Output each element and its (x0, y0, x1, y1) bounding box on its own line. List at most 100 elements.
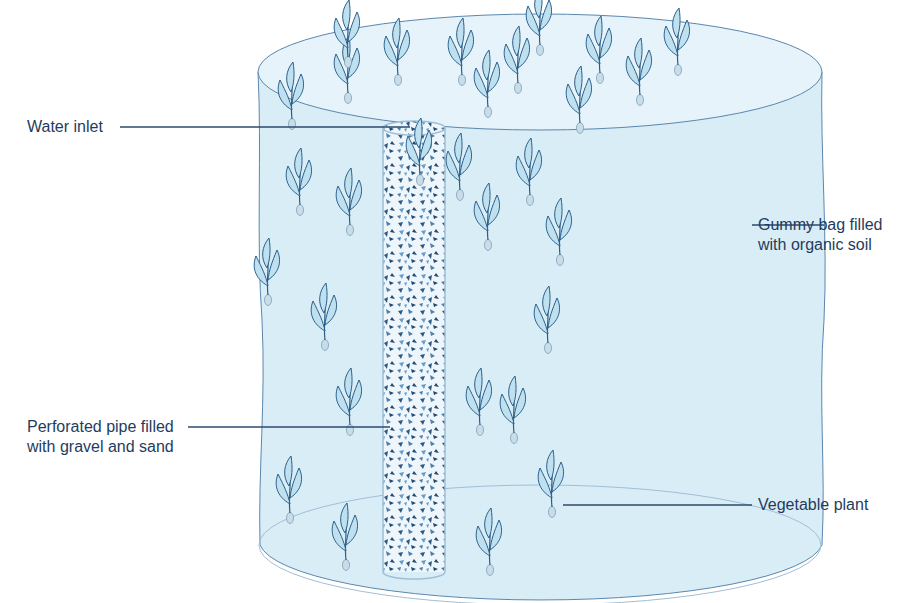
plant-root (511, 433, 518, 444)
plant-root (545, 343, 552, 354)
plant-root (577, 123, 584, 134)
plant-root (527, 195, 534, 206)
vegetable-plant (516, 138, 541, 206)
plants (254, 0, 689, 576)
vegetable-plant (546, 198, 571, 266)
vegetable-plant (276, 456, 301, 524)
plant-root (537, 45, 544, 56)
plant-root (487, 565, 494, 576)
vegetable-plant (446, 133, 471, 201)
vegetable-plant (626, 38, 651, 106)
plant-leaf (455, 133, 462, 163)
plant-leaf (393, 18, 400, 48)
pipe-body (383, 128, 445, 572)
plant-root (322, 340, 329, 351)
plant-root (675, 65, 682, 76)
plant-root (347, 225, 354, 236)
vegetable-plant (334, 0, 359, 68)
plant-leaf (475, 368, 482, 398)
vegetable-plant (332, 503, 357, 571)
callout-label: Perforated pipe filled with gravel and s… (27, 417, 182, 457)
plant-leaf (543, 286, 550, 316)
vegetable-plant (448, 18, 473, 86)
plant-leaf (513, 26, 520, 56)
vegetable-plant (311, 283, 336, 351)
plant-leaf (547, 450, 554, 480)
plant-leaf (483, 50, 490, 80)
callout-label: Water inlet (27, 117, 177, 137)
plant-leaf (285, 456, 292, 486)
plant-root (485, 240, 492, 251)
vegetable-plant (526, 0, 551, 56)
plant-root (457, 190, 464, 201)
pipe-bottom (383, 572, 445, 579)
plant-leaf (483, 183, 490, 213)
vegetable-plant (286, 148, 311, 216)
plant-root (395, 75, 402, 86)
leader-lines (120, 127, 824, 505)
plant-leaf (555, 198, 562, 228)
vegetable-plant (406, 118, 431, 186)
plant-root (637, 95, 644, 106)
vegetable-plant (384, 18, 409, 86)
plant-leaf (415, 118, 422, 148)
plant-root (549, 507, 556, 518)
plant-root (477, 425, 484, 436)
callout-label: Vegetable plant (758, 495, 908, 515)
vegetable-plant (504, 26, 529, 94)
plant-root (597, 73, 604, 84)
vegetable-plant (336, 368, 361, 436)
vegetable-plant (278, 62, 303, 130)
pipe-wall (444, 128, 446, 572)
vegetable-plant (664, 8, 689, 76)
plant-root (485, 107, 492, 118)
vegetable-plant (254, 238, 279, 306)
vegetable-plant (336, 168, 361, 236)
leader-line (120, 126, 410, 127)
plant-leaf (343, 0, 350, 30)
vegetable-plant (534, 286, 559, 354)
plant-root (343, 560, 350, 571)
plant-leaf (485, 508, 492, 538)
plant-root (345, 57, 352, 68)
plant-leaf (525, 138, 532, 168)
plant-leaf (509, 376, 516, 406)
plant-leaf (575, 66, 582, 96)
vegetable-plant (476, 508, 501, 576)
plant-root (459, 75, 466, 86)
plant-root (345, 93, 352, 104)
plant-leaf (345, 168, 352, 198)
vegetable-plant (474, 50, 499, 118)
plant-leaf (635, 38, 642, 68)
plant-leaf (287, 62, 294, 92)
leader-line (188, 426, 390, 427)
vegetable-plant (500, 376, 525, 444)
plant-root (347, 425, 354, 436)
plant-leaf (595, 16, 602, 46)
plant-root (289, 119, 296, 130)
plant-leaf (320, 283, 327, 313)
plant-leaf (535, 0, 542, 18)
vegetable-plant (566, 66, 591, 134)
vegetable-plant (466, 368, 491, 436)
callout-label: Gummy bag filled with organic soil (758, 215, 908, 255)
leader-line (563, 504, 752, 505)
pipe-top (383, 121, 445, 135)
plant-root (287, 513, 294, 524)
plant-root (557, 255, 564, 266)
vegetable-plant (474, 183, 499, 251)
vegetable-plant (586, 16, 611, 84)
plant-root (515, 83, 522, 94)
plant-leaf (345, 368, 352, 398)
plant-leaf (341, 503, 348, 533)
plant-leaf (673, 8, 680, 38)
bag-bottom (259, 485, 821, 603)
plant-root (265, 295, 272, 306)
gummy-bag (258, 72, 825, 600)
plant-leaf (295, 148, 302, 178)
plant-leaf (263, 238, 270, 268)
plant-root (417, 175, 424, 186)
plant-leaf (457, 18, 464, 48)
pipe-wall (382, 128, 384, 572)
